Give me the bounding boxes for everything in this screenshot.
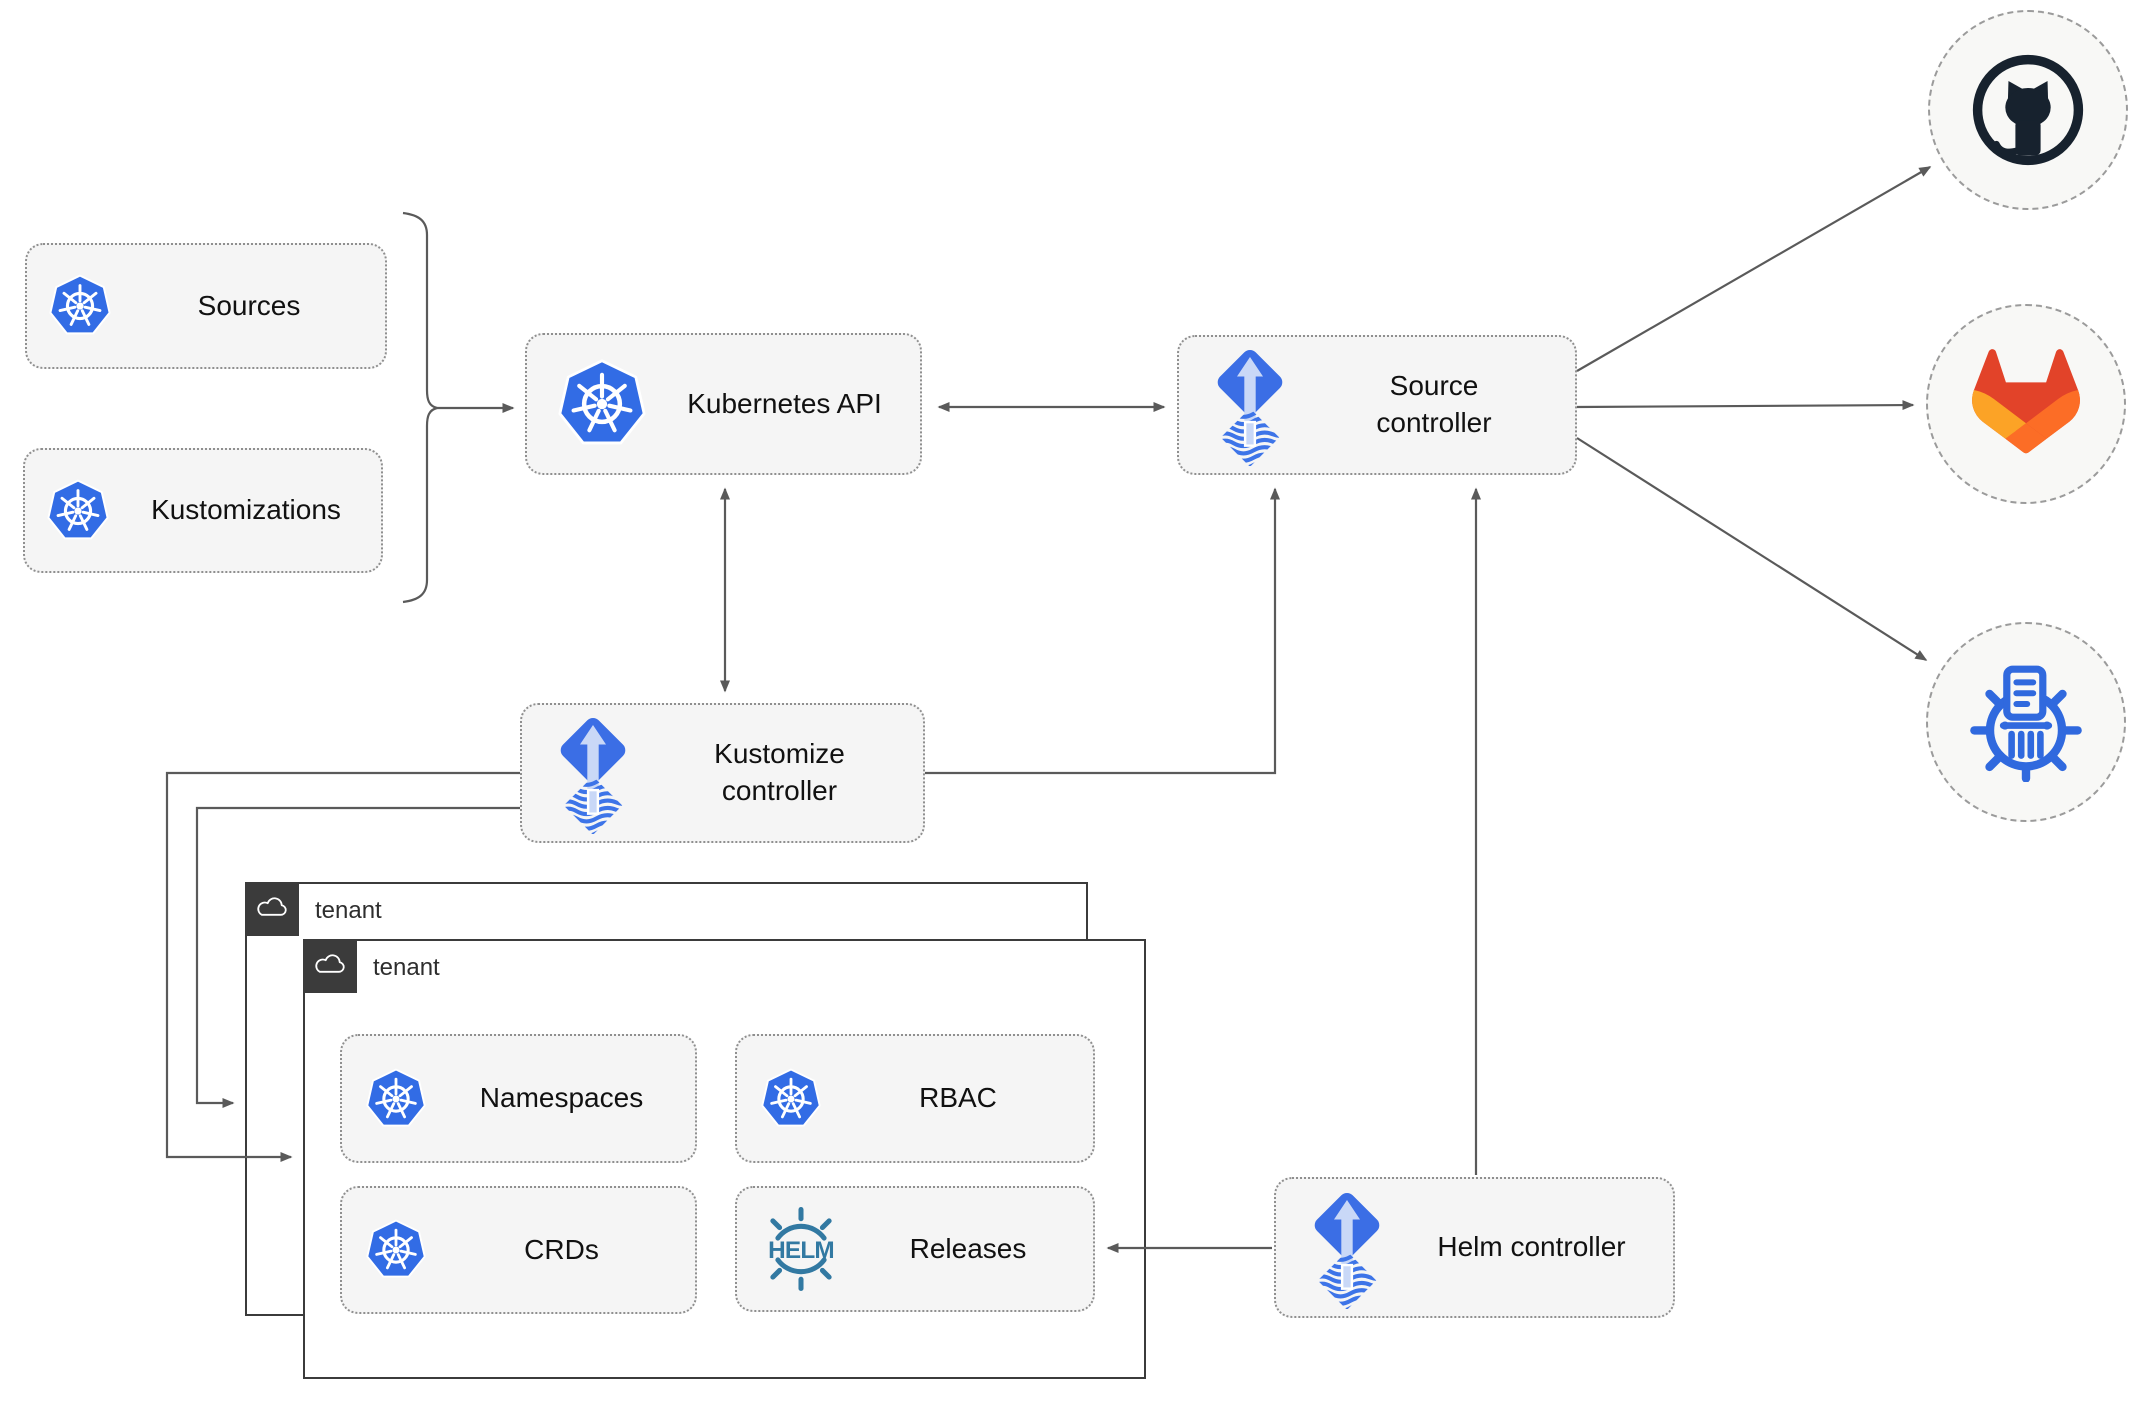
edge-source-controller-gitlab (1576, 400, 1915, 411)
node-label: Sources (197, 289, 301, 321)
node-helm-controller: Helm controller (1274, 1177, 1675, 1318)
node-label: RBAC (919, 1082, 997, 1114)
node-sources: Sources (25, 243, 387, 369)
node-label: Kubernetes API (687, 387, 882, 419)
tenant-header (245, 882, 299, 936)
edge-source-controller-chartmuseum (1576, 437, 1928, 661)
chartmuseum-endpoint (1926, 622, 2126, 822)
tenant-label: tenant (315, 897, 382, 924)
node-namespaces: Namespaces (340, 1034, 697, 1163)
chartmuseum-icon (1970, 665, 2082, 782)
node-kustomize-controller: Kustomize controller (520, 703, 925, 843)
kubernetes-icon (759, 1067, 823, 1131)
kubernetes-icon (555, 357, 649, 451)
github-endpoint (1928, 10, 2128, 210)
kubernetes-icon (47, 273, 113, 339)
node-releases: HELM Releases (735, 1186, 1095, 1312)
node-rbac: RBAC (735, 1034, 1095, 1163)
flux-icon (1207, 344, 1293, 466)
node-label: Releases (909, 1232, 1027, 1264)
helm-icon: HELM (759, 1207, 843, 1291)
brace-sources-group (402, 211, 438, 604)
node-label: Source controller (1376, 370, 1492, 438)
node-kubernetes-api: Kubernetes API (525, 333, 922, 475)
tenant-header (303, 939, 357, 993)
flux-icon (1304, 1187, 1390, 1309)
node-label: Kustomize controller (714, 738, 845, 806)
gitlab-icon (1972, 349, 2080, 454)
edge-kustomize-controller-source-controller (925, 487, 1280, 775)
node-label: Namespaces (479, 1082, 644, 1114)
node-source-controller: Source controller (1177, 335, 1577, 475)
tenant-label: tenant (373, 954, 440, 981)
node-label: Helm controller (1437, 1231, 1626, 1263)
kubernetes-icon (364, 1067, 428, 1131)
github-icon (1972, 54, 2084, 166)
kubernetes-icon (364, 1218, 428, 1282)
helm-logo-text: HELM (768, 1237, 834, 1264)
flux-icon (550, 712, 636, 834)
cloud-icon (312, 951, 348, 982)
node-crds: CRDs (340, 1186, 697, 1314)
kubernetes-icon (45, 478, 111, 544)
gitlab-endpoint (1926, 304, 2126, 504)
node-label: Kustomizations (151, 494, 341, 526)
node-label: CRDs (524, 1233, 599, 1265)
cloud-icon (254, 894, 290, 925)
node-kustomizations: Kustomizations (23, 448, 383, 573)
edge-source-controller-github (1576, 166, 1932, 372)
